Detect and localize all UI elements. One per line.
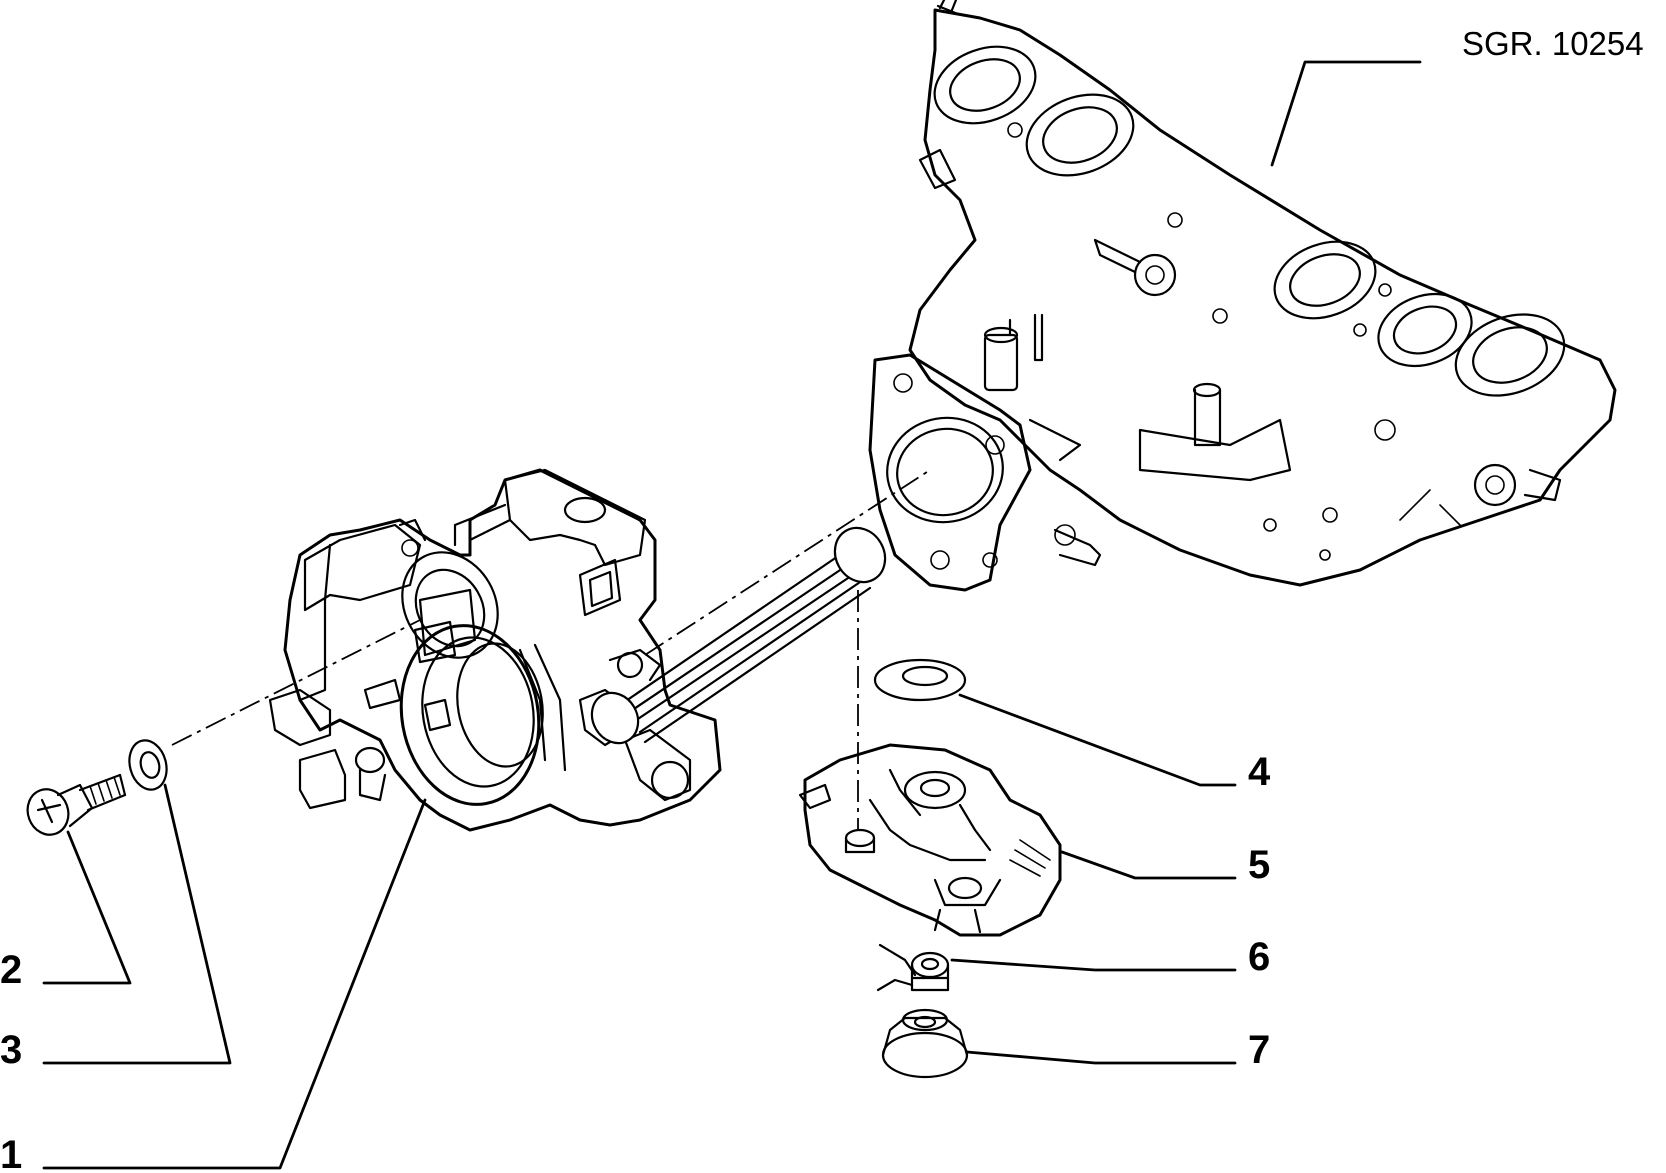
callout-4: 4	[1248, 750, 1271, 794]
seal-ring	[873, 658, 967, 702]
callout-5: 5	[1248, 843, 1270, 887]
callout-6: 6	[1248, 935, 1270, 979]
intake-manifold	[868, 0, 1617, 592]
assembly-center-lines	[171, 469, 931, 830]
vacuum-hose	[590, 526, 887, 745]
washer	[128, 739, 168, 791]
rubber-grommet	[881, 1008, 969, 1079]
callout-2: 2	[0, 948, 22, 992]
callout-7: 7	[1248, 1028, 1270, 1072]
callout-3: 3	[0, 1028, 22, 1072]
reference-code: SGR. 10254	[1462, 25, 1644, 62]
callout-1: 1	[0, 1133, 22, 1173]
leader-lines	[42, 60, 1422, 1170]
spring-clip	[876, 943, 950, 992]
throttle-body	[268, 468, 722, 832]
bracket	[798, 743, 1062, 937]
bolt	[26, 773, 127, 836]
